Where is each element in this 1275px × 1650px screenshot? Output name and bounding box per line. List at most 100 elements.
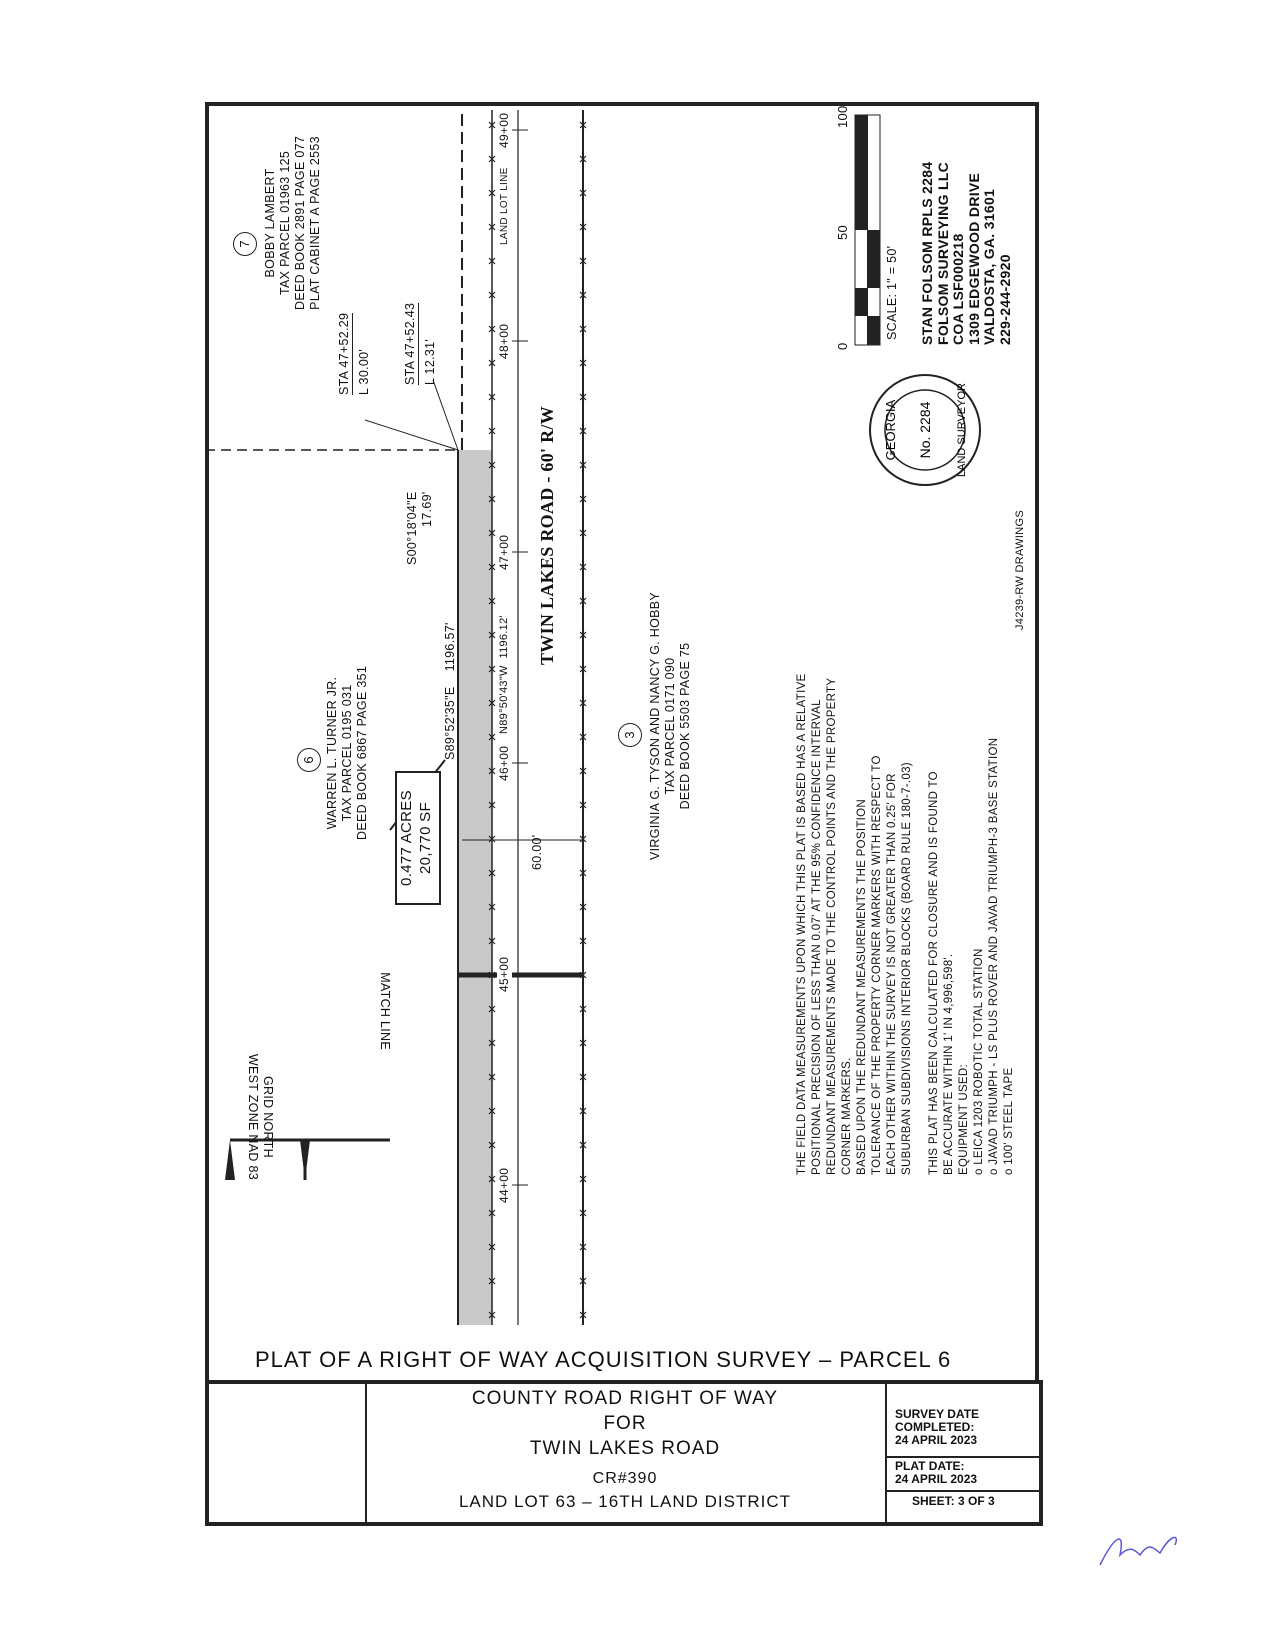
title-block-land-lot: LAND LOT 63 – 16TH LAND DISTRICT — [458, 1492, 792, 1511]
notes-closure: THIS PLAT HAS BEEN CALCULATED FOR CLOSUR… — [928, 737, 1015, 1175]
scale-tick: 100 — [835, 105, 850, 128]
fence-mark — [488, 495, 496, 503]
title-block-line: FOR — [603, 1413, 647, 1434]
plat-drawing: No. 2284 GEORGIA LAND SURVEYOR 7 BOBBY L… — [205, 102, 1035, 1340]
fence-mark — [579, 835, 587, 843]
fence-mark — [488, 1107, 496, 1115]
fence-mark — [579, 393, 587, 401]
fence-mark — [488, 597, 496, 605]
fence-mark — [579, 257, 587, 265]
fence-mark — [488, 699, 496, 707]
svg-text:GEORGIA: GEORGIA — [883, 399, 898, 460]
notes-precision: THE FIELD DATA MEASUREMENTS UPON WHICH T… — [796, 673, 913, 1175]
fence-mark — [488, 1277, 496, 1285]
initials-signature — [1099, 1536, 1177, 1566]
fence-mark — [488, 1311, 496, 1319]
fence-mark — [579, 291, 587, 299]
fence-mark — [488, 121, 496, 129]
fence-mark — [488, 529, 496, 537]
fence-mark — [488, 835, 496, 843]
fence-mark — [579, 155, 587, 163]
acquisition-area — [458, 450, 492, 1325]
fence-mark — [488, 1039, 496, 1047]
scale-bar — [854, 114, 881, 346]
plat-date-block: PLAT DATE:24 APRIL 2023 — [895, 1459, 978, 1486]
fence-mark — [579, 597, 587, 605]
plat-title: PLAT OF A RIGHT OF WAY ACQUISITION SURVE… — [255, 1347, 952, 1372]
fence-mark — [579, 427, 587, 435]
fence-mark — [488, 1073, 496, 1081]
parcel-7-marker: 7 — [233, 232, 257, 256]
fence-mark — [579, 359, 587, 367]
fence-mark — [579, 1005, 587, 1013]
fence-mark — [579, 189, 587, 197]
fence-mark — [488, 325, 496, 333]
offset-label: L 12.31' — [423, 338, 437, 385]
road-name: TWIN LAKES ROAD - 60' R/W — [537, 405, 557, 665]
station-label: STA 47+52.29 — [337, 312, 353, 395]
fence-mark — [488, 767, 496, 775]
parcel-6-marker: 6 — [297, 748, 321, 772]
fence-mark — [579, 971, 587, 979]
fence-mark — [488, 461, 496, 469]
scale-tick: 0 — [835, 342, 850, 350]
fence-mark — [488, 563, 496, 571]
fence-mark — [488, 427, 496, 435]
station-label: 48+00 — [497, 323, 512, 359]
svg-text:No. 2284: No. 2284 — [917, 401, 933, 458]
fence-mark — [488, 903, 496, 911]
station-label: 45+00 — [497, 956, 512, 992]
fence-mark — [579, 325, 587, 333]
offset-label: L 30.00' — [357, 348, 371, 395]
title-block-road: TWIN LAKES ROAD — [529, 1438, 721, 1459]
fence-mark — [579, 1039, 587, 1047]
south-course-label: N89°50'43"W 1196.12' — [498, 615, 510, 734]
fence-mark — [488, 971, 496, 979]
fence-mark — [579, 495, 587, 503]
fence-mark — [579, 937, 587, 945]
station-label: 44+00 — [497, 1167, 512, 1203]
row-width-label: 60.00' — [530, 834, 544, 870]
parcel-3-marker: 3 — [618, 723, 642, 747]
svg-text:LAND SURVEYOR: LAND SURVEYOR — [956, 383, 968, 477]
fence-mark — [488, 801, 496, 809]
fence-mark — [579, 223, 587, 231]
fence-mark — [579, 733, 587, 741]
fence-mark — [488, 1243, 496, 1251]
fence-mark — [488, 155, 496, 163]
fence-mark — [488, 291, 496, 299]
fence-mark — [579, 1243, 587, 1251]
fence-mark — [579, 529, 587, 537]
title-block-cr: CR#390 — [592, 1470, 658, 1487]
fence-mark — [579, 903, 587, 911]
fence-mark — [488, 223, 496, 231]
fence-mark — [488, 359, 496, 367]
fence-mark — [579, 631, 587, 639]
fence-mark — [488, 1175, 496, 1183]
fence-mark — [579, 1277, 587, 1285]
fence-mark — [579, 1073, 587, 1081]
fence-mark — [488, 937, 496, 945]
fence-mark — [579, 461, 587, 469]
station-label: 47+00 — [497, 534, 512, 570]
fence-mark — [579, 121, 587, 129]
fence-mark — [579, 767, 587, 775]
fence-mark — [488, 393, 496, 401]
fence-mark — [579, 563, 587, 571]
fence-mark — [488, 631, 496, 639]
land-lot-line-label: LAND LOT LINE — [499, 167, 510, 245]
fence-mark — [488, 1005, 496, 1013]
station-label: 46+00 — [497, 745, 512, 781]
scale-label: SCALE: 1" = 50' — [885, 245, 899, 340]
fence-mark — [579, 1175, 587, 1183]
fence-mark — [579, 699, 587, 707]
sheet-number: SHEET: 3 OF 3 — [912, 1494, 995, 1508]
